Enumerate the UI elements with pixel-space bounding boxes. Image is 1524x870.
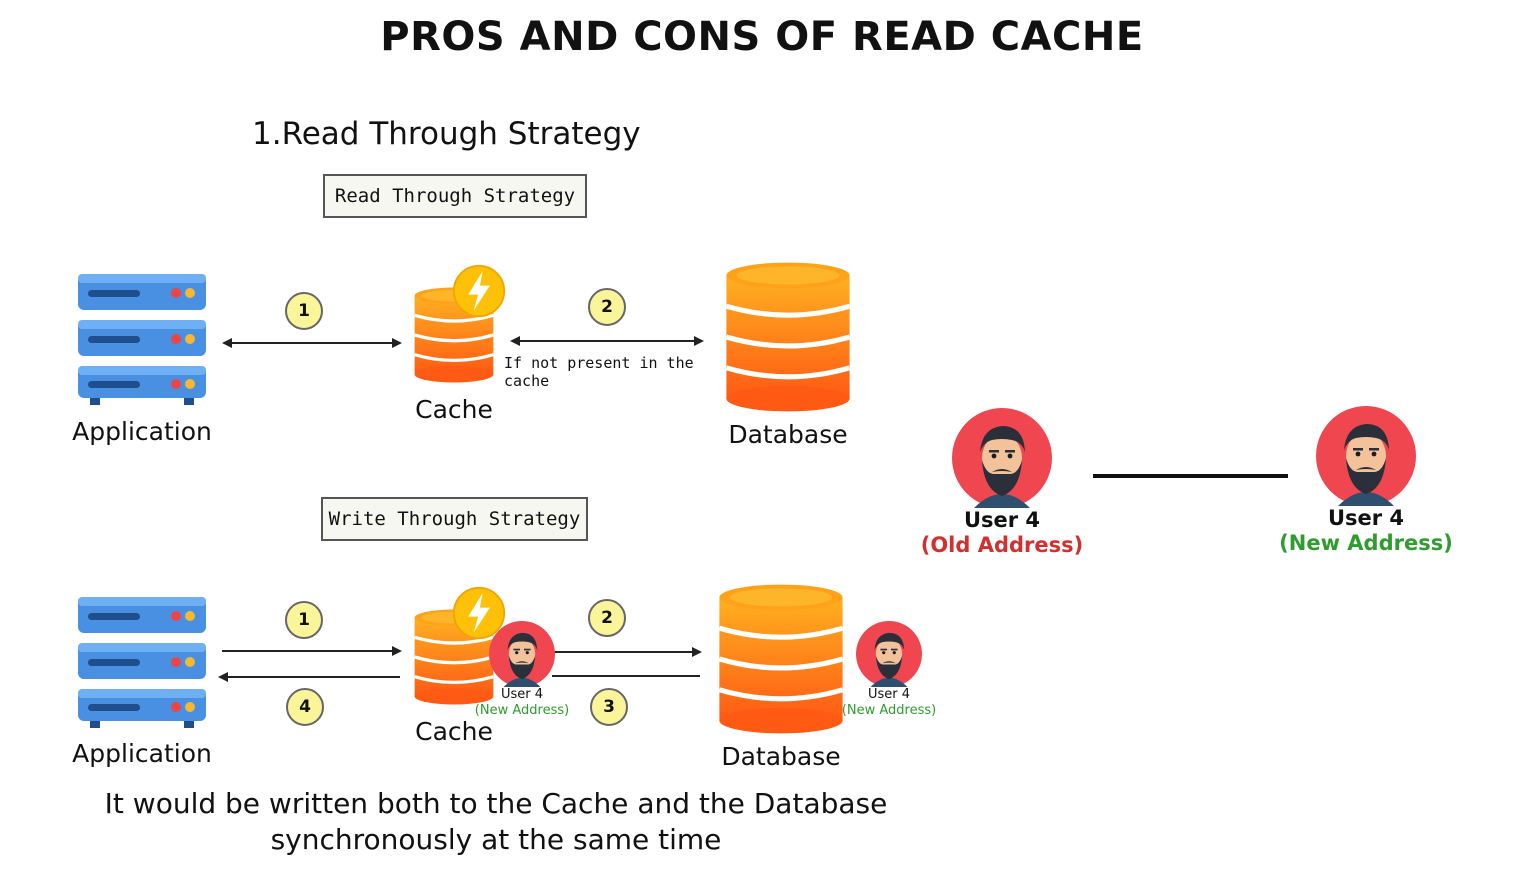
- wt-cache-user-avatar-icon: [489, 621, 555, 687]
- rt-database-label: Database: [728, 420, 848, 449]
- wt-cache-user-label: User 4 (New Address): [462, 687, 582, 718]
- wt-step-2-badge: 2: [588, 599, 626, 637]
- page-title: PROS AND CONS OF READ CACHE: [380, 14, 1144, 60]
- rt-application-server-icon: [72, 268, 212, 408]
- wt-cache-label: Cache: [415, 717, 493, 746]
- rt-database-icon: [722, 260, 854, 414]
- wt-db-user-name: User 4: [867, 687, 911, 702]
- wt-step-1-badge: 1: [285, 601, 323, 639]
- old-user-label: User 4 (Old Address): [900, 508, 1104, 558]
- old-user-address: (Old Address): [920, 533, 1084, 558]
- wt-database-icon: [716, 582, 846, 736]
- wt-db-user-label: User 4 (New Address): [829, 687, 949, 718]
- read-through-box: Read Through Strategy: [323, 174, 587, 218]
- rt-application-label: Application: [72, 417, 212, 446]
- old-user-name: User 4: [963, 508, 1041, 532]
- section-subtitle: 1.Read Through Strategy: [252, 116, 641, 152]
- new-user-name: User 4: [1327, 506, 1405, 530]
- wt-cache-user-address: (New Address): [474, 702, 570, 718]
- wt-db-user-avatar-icon: [856, 621, 922, 687]
- wt-step-4-badge: 4: [286, 688, 324, 726]
- wt-db-user-address: (New Address): [841, 702, 937, 718]
- wt-application-server-icon: [72, 591, 212, 731]
- new-user-label: User 4 (New Address): [1262, 506, 1470, 556]
- caption-line-2: synchronously at the same time: [270, 822, 722, 856]
- old-user-avatar-icon: [952, 408, 1052, 508]
- wt-database-label: Database: [721, 742, 841, 771]
- rt-cache-label: Cache: [415, 395, 493, 424]
- wt-application-label: Application: [72, 739, 212, 768]
- rt-step-2-badge: 2: [588, 288, 626, 326]
- write-through-box: Write Through Strategy: [321, 497, 588, 541]
- new-user-address: (New Address): [1279, 531, 1453, 556]
- caption: It would be written both to the Cache an…: [60, 786, 932, 857]
- rt-step-1-badge: 1: [285, 292, 323, 330]
- rt-lightning-icon: [452, 264, 506, 318]
- caption-line-1: It would be written both to the Cache an…: [104, 787, 888, 820]
- wt-step-3-badge: 3: [590, 688, 628, 726]
- wt-cache-user-name: User 4: [500, 687, 544, 702]
- new-user-avatar-icon: [1316, 406, 1416, 506]
- rt-step-2-note: If not present in the cache: [504, 354, 694, 390]
